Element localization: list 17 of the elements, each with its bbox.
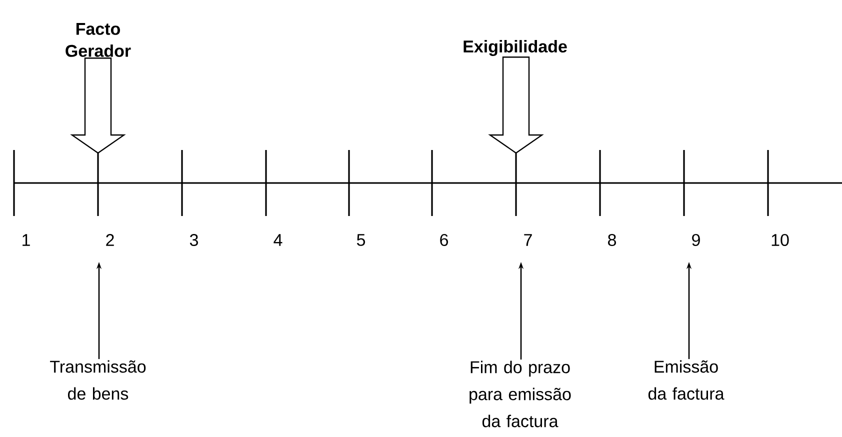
- tick-label: 10: [772, 234, 789, 246]
- heading-label: Exigibilidade: [464, 40, 567, 56]
- tick-label: 9: [692, 234, 700, 246]
- tick-label: 6: [440, 234, 448, 246]
- tick-label: 1: [22, 234, 30, 246]
- event-label: Emissão da factura: [648, 360, 724, 400]
- event-label: Transmissão de bens: [50, 360, 146, 400]
- heading-label: Facto Gerador: [66, 23, 131, 57]
- tick-label: 4: [274, 234, 282, 246]
- tick-label: 3: [190, 234, 198, 246]
- tick-label: 5: [356, 234, 366, 246]
- event-label: Fim do prazo para emissão da factura: [470, 360, 571, 428]
- tick-label: 7: [524, 234, 532, 246]
- block-arrow: [488, 56, 544, 154]
- tick-label: 8: [608, 234, 616, 246]
- tick-label: 2: [106, 234, 114, 246]
- block-arrow: [70, 58, 126, 154]
